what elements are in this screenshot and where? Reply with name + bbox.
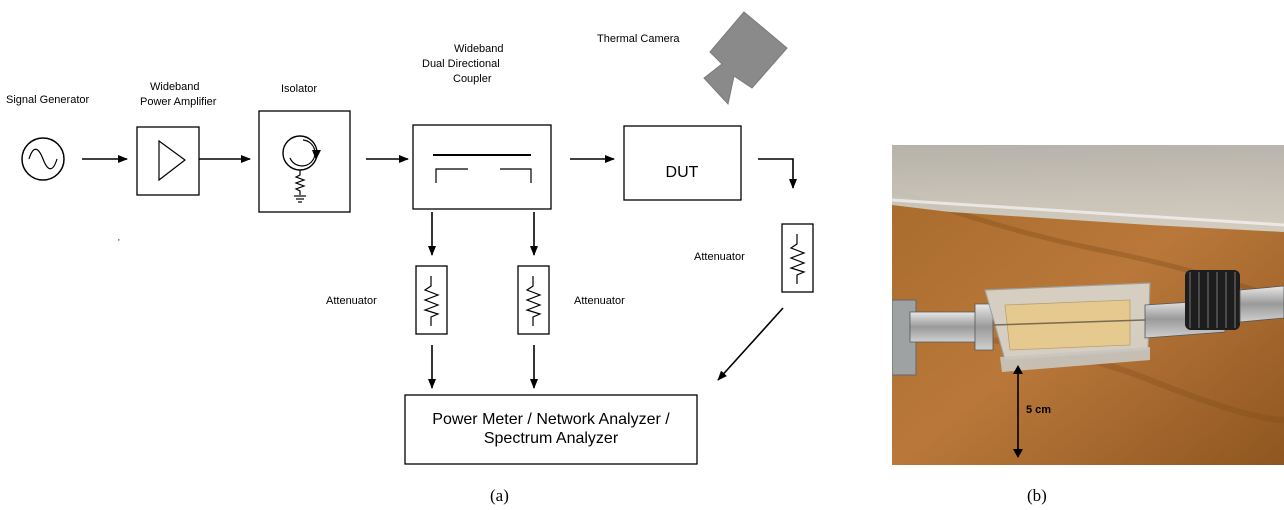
coupler-forward-arm <box>435 168 468 183</box>
scale-bar-bottom-arrow <box>1013 449 1023 458</box>
signal-generator: Signal Generator <box>6 94 89 181</box>
coupler-label-line1: Wideband <box>454 43 504 55</box>
amplifier-label-line1: Wideband <box>150 81 200 93</box>
dut-substrate <box>1004 299 1131 351</box>
amplifier-triangle-icon <box>158 139 187 182</box>
arrow-dut-to-attenuator <box>758 158 797 189</box>
left-connector-nut <box>974 303 994 351</box>
analyzer-label-line1: Power Meter / Network Analyzer / <box>432 411 670 428</box>
arrow-att-to-analyzer-diagonal <box>717 307 784 381</box>
thermal-camera-label: Thermal Camera <box>597 33 680 45</box>
coupler-label-line3: Coupler <box>453 73 492 85</box>
amplifier-label-line2: Power Amplifier <box>140 96 217 108</box>
dut-box <box>623 125 742 201</box>
coupler-label-line2: Dual Directional <box>422 58 500 70</box>
dut-label: DUT <box>666 164 699 181</box>
stray-mark: · <box>117 234 121 246</box>
isolator-box <box>258 110 351 213</box>
heatsink-terminator <box>1185 270 1240 330</box>
attenuator-mid: Attenuator <box>517 265 625 335</box>
dut: DUT <box>623 125 742 201</box>
plexiglass-highlight <box>892 198 1284 227</box>
power-amplifier: Wideband Power Amplifier <box>136 81 217 196</box>
caption-b: (b) <box>1027 486 1047 505</box>
caption-a: (a) <box>490 486 509 505</box>
coupler-reverse-arm <box>500 168 532 183</box>
amplifier-box <box>136 126 200 196</box>
analyzer: Power Meter / Network Analyzer / Spectru… <box>404 394 698 465</box>
housing-front-edge <box>1000 347 1150 372</box>
attenuator-right: Attenuator <box>694 223 814 293</box>
analyzer-label-line2: Spectrum Analyzer <box>484 430 619 447</box>
far-right-connector <box>1239 285 1284 323</box>
coupler-box <box>412 124 552 210</box>
camera-icon <box>703 11 788 106</box>
isolator-label: Isolator <box>281 83 317 95</box>
thermal-camera: Thermal Camera <box>597 11 788 106</box>
circulator-arrowhead-icon <box>312 150 321 160</box>
dut-microstrip-line <box>992 319 1146 326</box>
attenuator-resistor-icon <box>525 276 542 326</box>
attenuator-left-label: Attenuator <box>326 295 377 307</box>
termination-resistor-icon <box>294 170 306 195</box>
attenuator-right-label: Attenuator <box>694 251 745 263</box>
heatsink-fins <box>1189 272 1236 328</box>
left-sma-connector <box>909 311 986 343</box>
device-photo: 5 cm <box>892 145 1284 465</box>
attenuator-resistor-icon <box>789 234 806 284</box>
isolator: Isolator <box>258 83 351 213</box>
directional-coupler: Wideband Dual Directional Coupler <box>412 43 552 210</box>
scale-bar-top-arrow <box>1013 365 1023 374</box>
attenuator-left: Attenuator <box>326 265 448 335</box>
scale-label: 5 cm <box>1026 404 1051 416</box>
attenuator-resistor-icon <box>423 276 440 326</box>
circulator-arrow-icon <box>289 139 316 167</box>
sine-wave-icon <box>28 148 58 170</box>
signal-generator-label: Signal Generator <box>6 94 89 106</box>
analyzer-box <box>404 394 698 465</box>
plexiglass-bar <box>892 145 1284 232</box>
attenuator-mid-label: Attenuator <box>574 295 625 307</box>
